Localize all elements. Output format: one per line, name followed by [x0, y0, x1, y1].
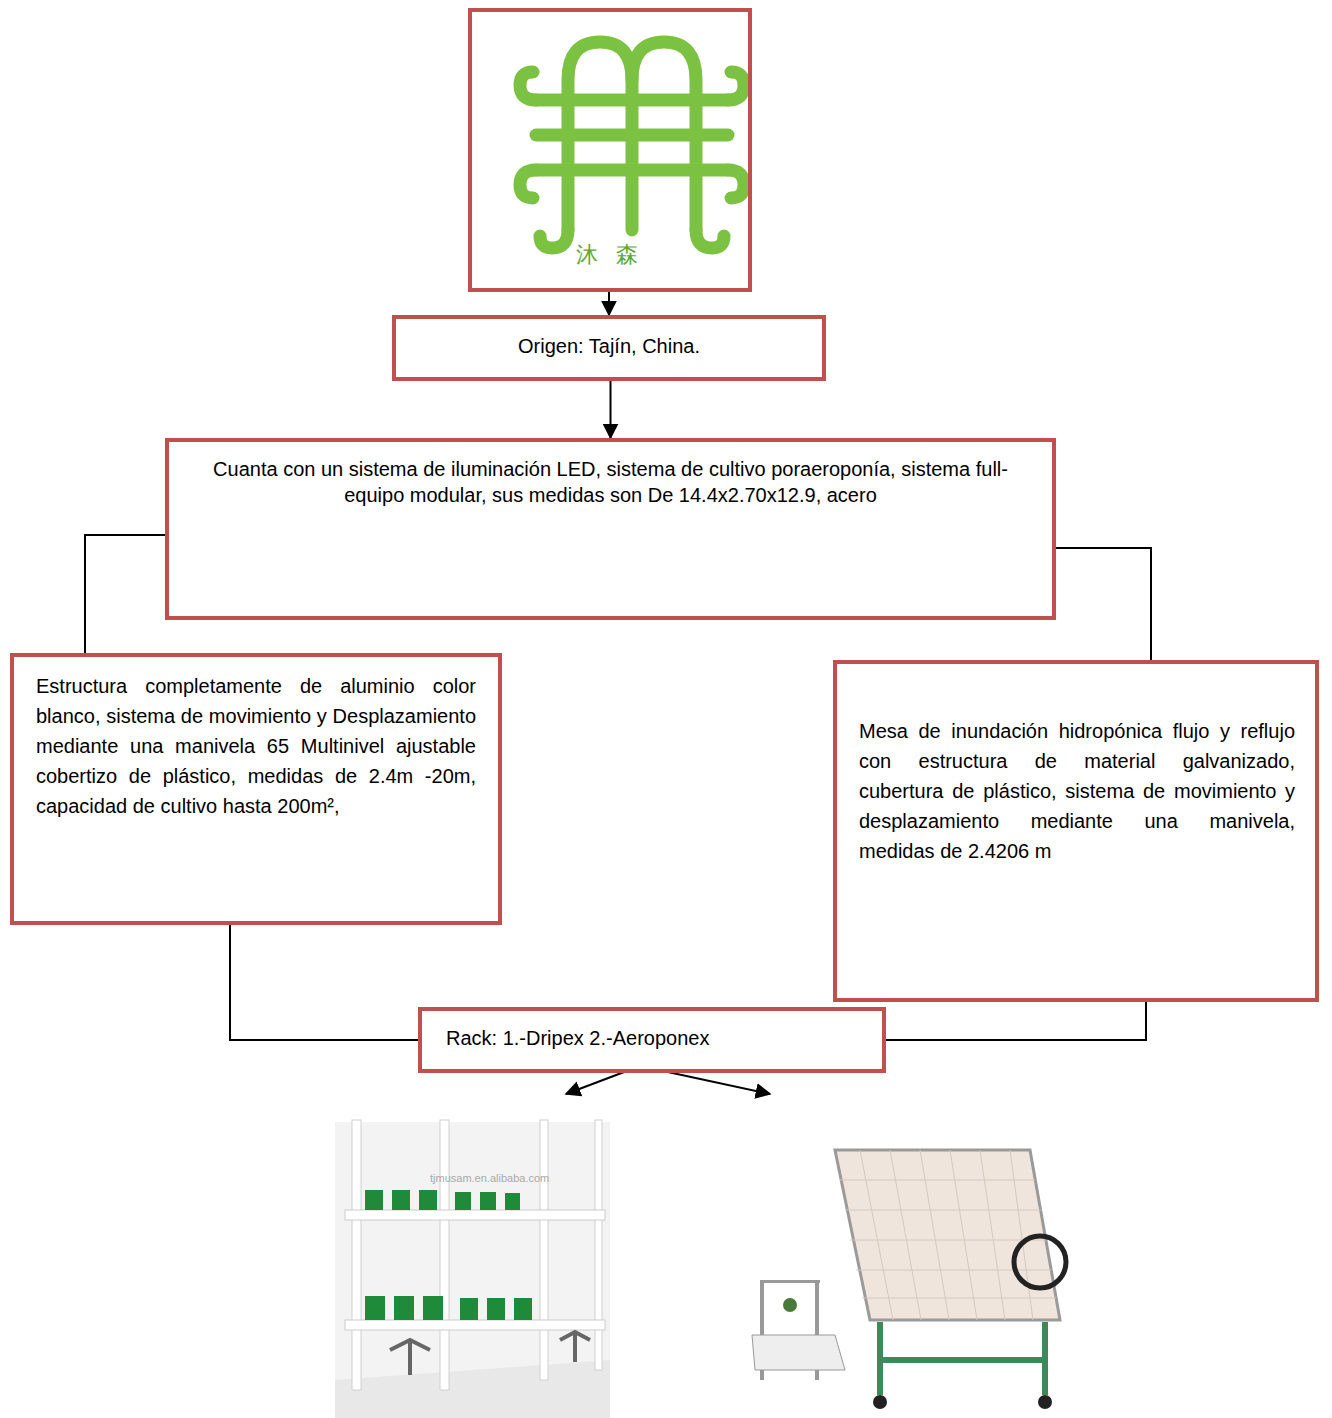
connector — [608, 292, 610, 315]
connector — [85, 535, 165, 653]
rack-box: Rack: 1.-Dripex 2.-Aeroponex — [418, 1007, 886, 1073]
rack-desc-box: Estructura completamente de aluminio col… — [10, 653, 502, 925]
connector — [230, 925, 418, 1040]
watermark: tjmusam.en.alibaba.com — [430, 1172, 549, 1184]
origin-box: Origen: Tajín, China. — [392, 315, 826, 381]
node-text: Mesa de inundación hidropónica flujo y r… — [859, 716, 1295, 866]
connector — [886, 1002, 1146, 1040]
connector — [1056, 548, 1151, 660]
table-desc-box: Mesa de inundación hidropónica flujo y r… — [833, 660, 1319, 1002]
logo-caption: 沐 森 — [576, 241, 644, 270]
logo-box: 沐 森 — [468, 8, 752, 292]
logo-knot — [520, 42, 744, 248]
feature-box: Cuanta con un sistema de iluminación LED… — [165, 438, 1056, 620]
node-text: Cuanta con un sistema de iluminación LED… — [209, 456, 1012, 508]
node-text: Estructura completamente de aluminio col… — [36, 671, 476, 821]
connector — [610, 381, 612, 438]
node-text: Origen: Tajín, China. — [410, 332, 808, 360]
bench-photo — [752, 1150, 1066, 1409]
rack-photo — [335, 1100, 610, 1418]
node-text: Rack: 1.-Dripex 2.-Aeroponex — [446, 1024, 858, 1052]
